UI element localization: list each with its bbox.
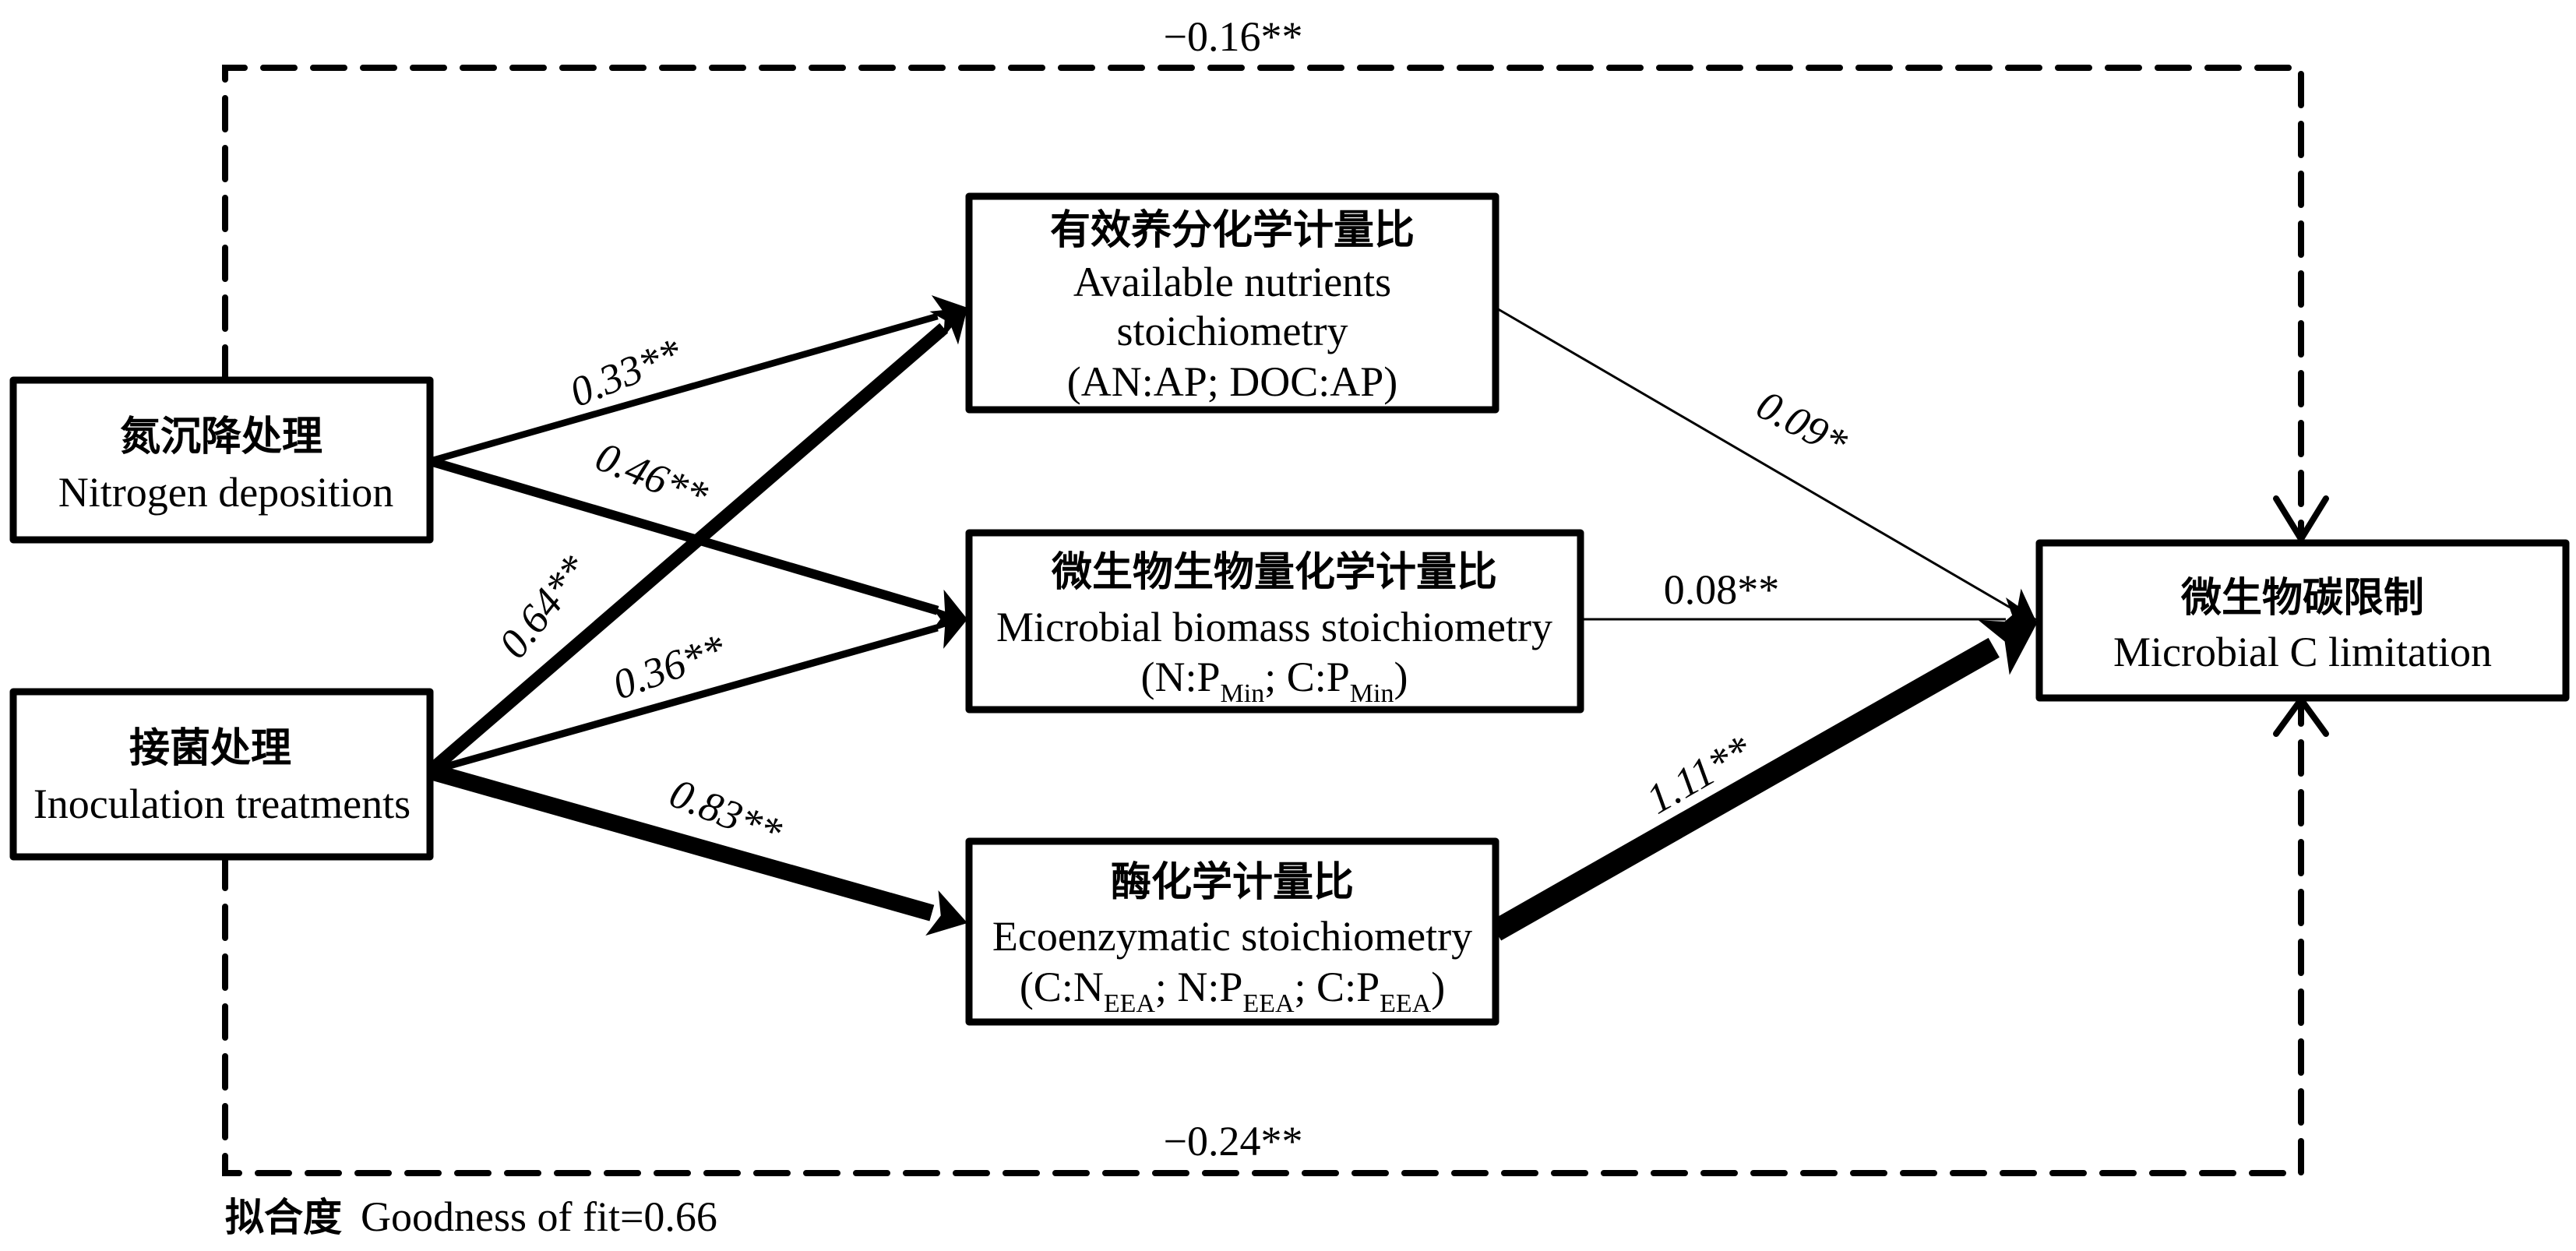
biomass-ratio-part: ; C:P: [1264, 654, 1350, 700]
node-microbial-c-limitation: 微生物碳限制 Microbial C limitation: [2035, 539, 2570, 702]
node-nitrogen-en: Nitrogen deposition: [58, 469, 393, 516]
goodness-of-fit: 拟合度 Goodness of fit=0.66: [225, 1193, 717, 1240]
biomass-subscript: Min: [1350, 679, 1394, 708]
node-available-nutrients: 有效养分化学计量比 Available nutrients stoichiome…: [965, 192, 1499, 414]
node-enzyme-en2: (C:NEEA; N:PEEA; C:PEEA): [1020, 964, 1445, 1018]
coef-label-inoculation-biomass: 0.36**: [607, 625, 731, 708]
arrowhead-i-avail-icon: [929, 308, 967, 345]
dashed-path-inoculation-to-carbon: [222, 702, 2304, 1176]
path-line-i-bio: [428, 624, 939, 775]
node-available-en3: (AN:AP; DOC:AP): [1067, 358, 1398, 405]
enzyme-ratio-part: (C:N: [1020, 964, 1104, 1010]
path-line-i-avail: [425, 322, 949, 777]
goodness-of-fit-zh: 拟合度: [225, 1194, 342, 1240]
arrowhead-enz-c-icon: [1978, 620, 2037, 675]
enzyme-ratio-part: ): [1431, 964, 1445, 1010]
goodness-of-fit-en: Goodness of fit=0.66: [361, 1193, 717, 1240]
node-available-en2: stoichiometry: [1117, 308, 1348, 354]
enzyme-ratio-part: ; C:P: [1295, 964, 1380, 1010]
enzyme-ratio-part: ; N:P: [1155, 964, 1243, 1010]
coef-label-biomass-carbon: 0.08**: [1664, 566, 1780, 613]
paths-layer: [425, 295, 2037, 941]
coef-label-nitrogen-carbon: −0.16**: [1164, 13, 1303, 60]
node-biomass-zh: 微生物生物量化学计量比: [1051, 548, 1497, 596]
node-inoculation-zh: 接菌处理: [129, 724, 291, 772]
arrowhead-i-enz-icon: [925, 890, 967, 936]
dashed-path-nitrogen-to-carbon: [222, 65, 2304, 541]
path-line-i-enz: [428, 763, 935, 922]
enzyme-subscript: EEA: [1104, 989, 1156, 1018]
node-microbial-biomass: 微生物生物量化学计量比 Microbial biomass stoichiome…: [965, 529, 1584, 714]
node-biomass-en2: (N:PMin; C:PMin): [1141, 654, 1408, 708]
node-inoculation-treatments: 接菌处理 Inoculation treatments: [9, 688, 434, 861]
path-line-n-bio: [428, 456, 939, 615]
biomass-ratio-part: (N:P: [1141, 654, 1221, 700]
node-biomass-en1: Microbial biomass stoichiometry: [996, 604, 1552, 650]
coef-label-inoculation-carbon: −0.24**: [1164, 1118, 1303, 1165]
node-inoculation-en: Inoculation treatments: [33, 781, 411, 827]
node-nitrogen-deposition: 氮沉降处理 Nitrogen deposition: [9, 376, 434, 544]
arrowhead-top-icon: [2273, 495, 2329, 545]
arrowhead-i-bio-icon: [931, 606, 967, 649]
path-line-n-avail: [428, 312, 939, 465]
coef-label-available-carbon: 0.09*: [1750, 381, 1855, 467]
path-line-enz-c: [1489, 637, 2000, 941]
node-enzyme-en1: Ecoenzymatic stoichiometry: [992, 913, 1472, 960]
node-enzyme-zh: 酶化学计量比: [1111, 858, 1354, 906]
biomass-subscript: Min: [1221, 679, 1265, 708]
coef-label-nitrogen-biomass: 0.46**: [590, 433, 714, 520]
node-ecoenzymatic: 酶化学计量比 Ecoenzymatic stoichiometry (C:NEE…: [965, 837, 1499, 1026]
enzyme-subscript: EEA: [1242, 989, 1295, 1018]
node-nitrogen-zh: 氮沉降处理: [120, 413, 322, 460]
biomass-ratio-part: ): [1394, 654, 1408, 700]
node-carbon-en: Microbial C limitation: [2113, 629, 2492, 675]
path-line-avail-c: [1495, 306, 2011, 609]
enzyme-subscript: EEA: [1380, 989, 1432, 1018]
node-available-en1: Available nutrients: [1073, 259, 1391, 305]
node-carbon-zh: 微生物碳限制: [2180, 574, 2424, 622]
node-available-zh: 有效养分化学计量比: [1050, 206, 1415, 254]
